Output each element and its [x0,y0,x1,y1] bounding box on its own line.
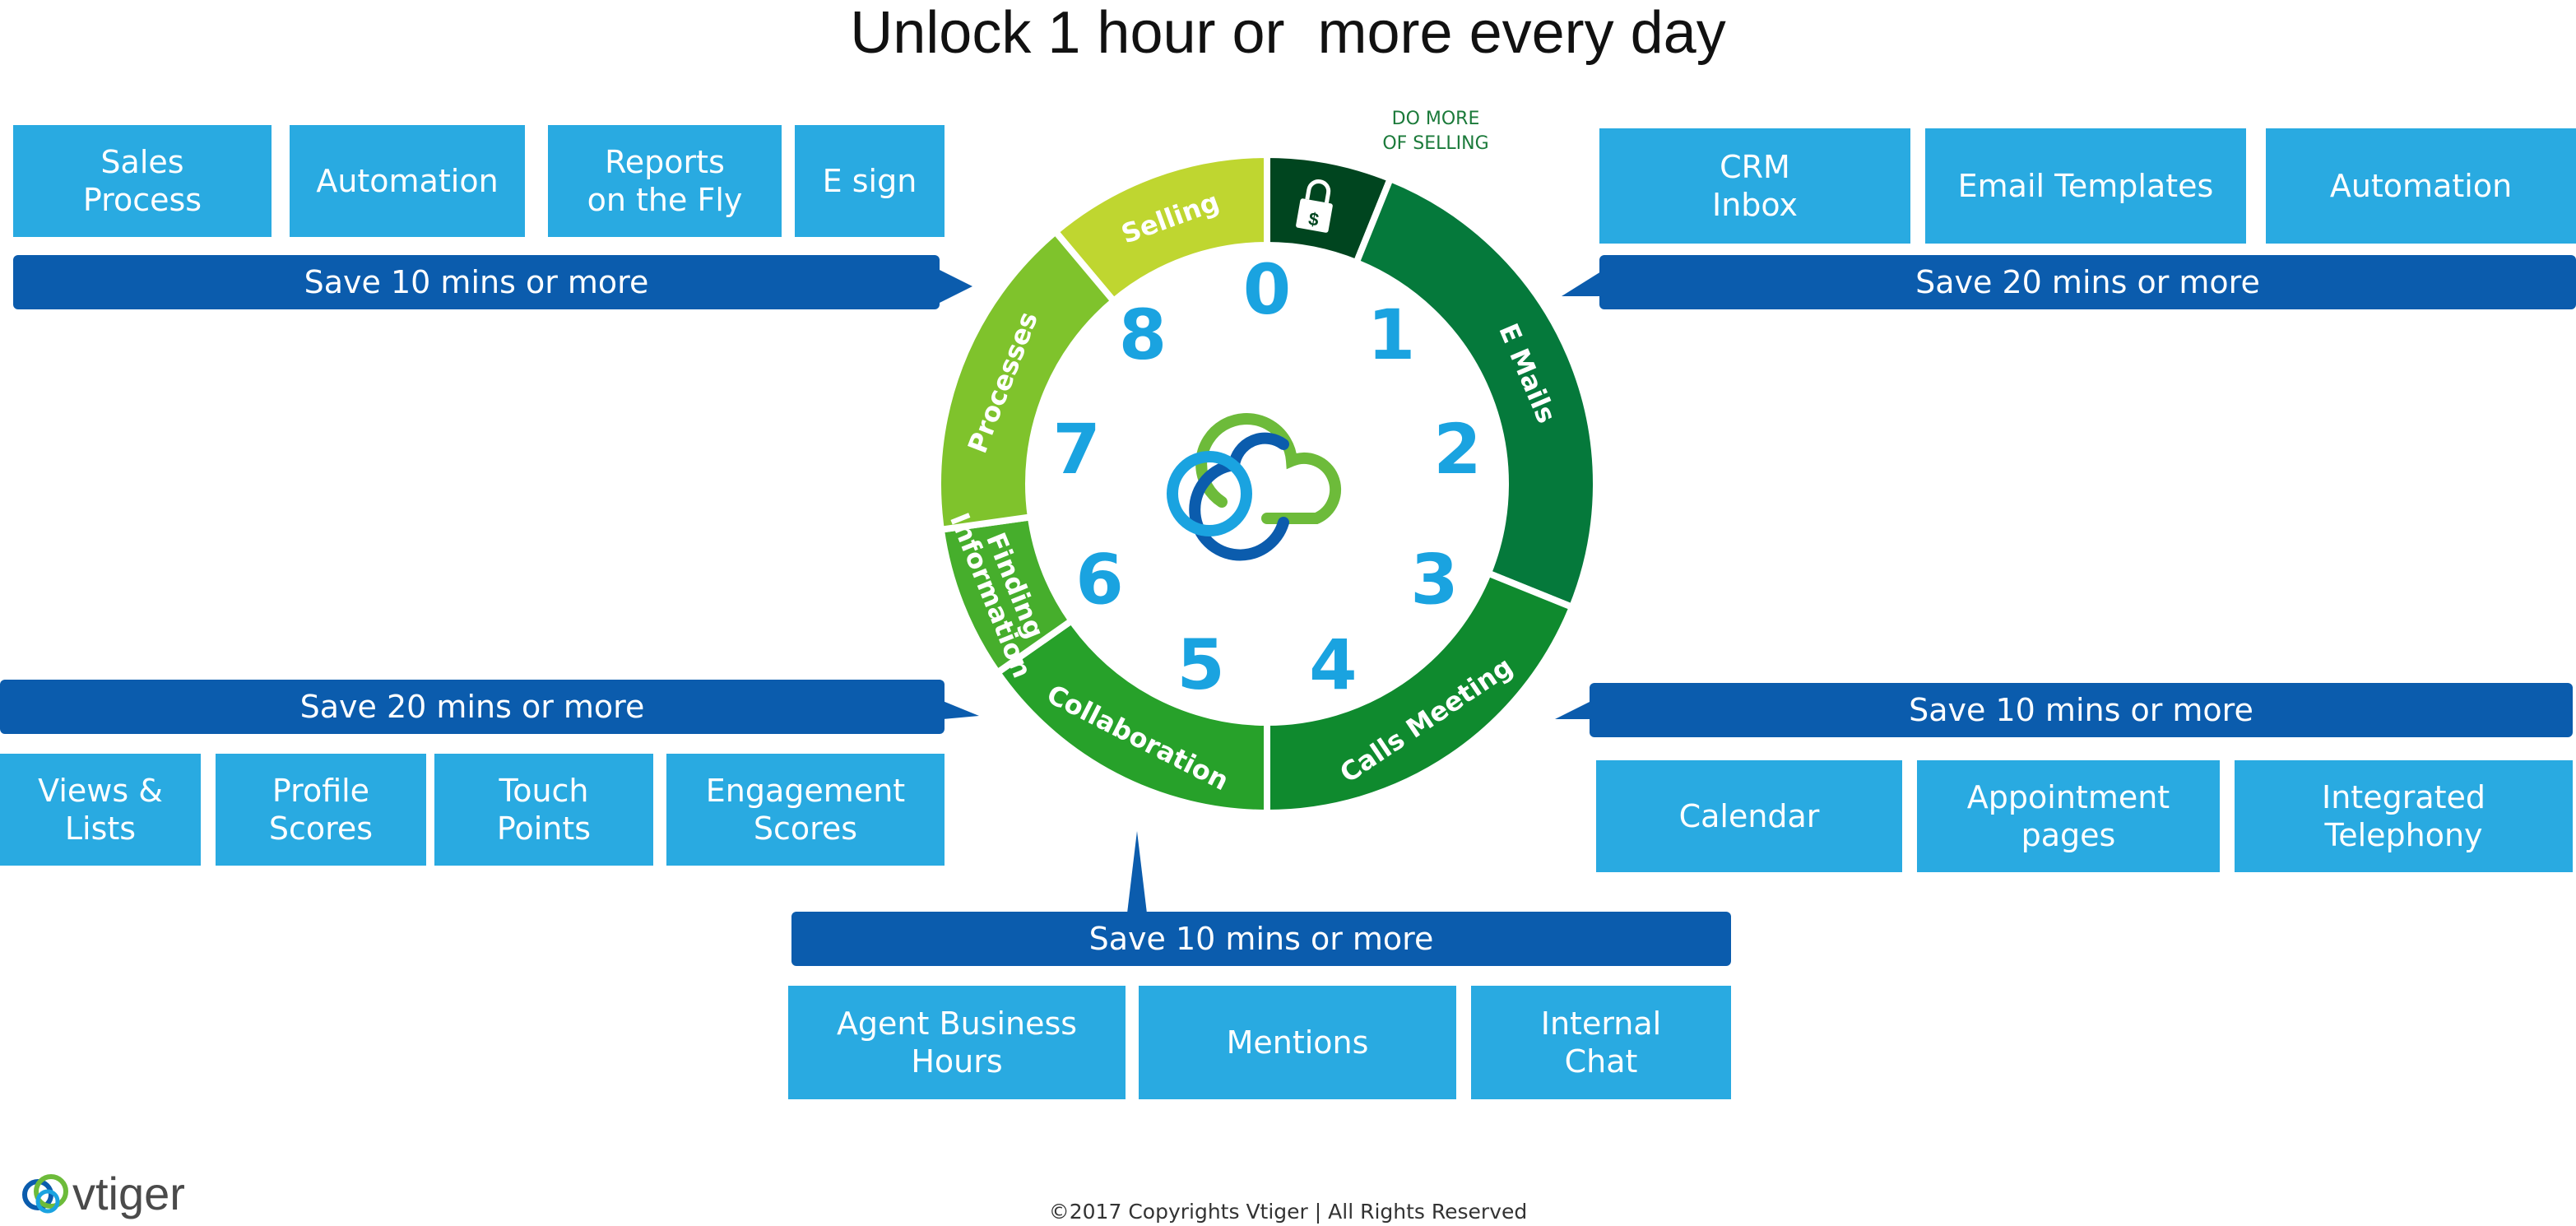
hour-number: 7 [1052,409,1100,490]
tile-sales-process: Sales Process [13,125,272,237]
svg-text:$: $ [1307,208,1320,230]
bar-pointer [940,270,972,303]
tile-touch-points: Touch Points [434,754,653,866]
hour-number: 3 [1410,540,1458,620]
copyright-text: ©2017 Copyrights Vtiger | All Rights Res… [1048,1200,1528,1224]
tile-profile-scores: Profile Scores [216,754,426,866]
bar-pointer [943,701,979,719]
tile-automation: Automation [290,125,525,237]
hour-number: 2 [1433,409,1481,490]
hour-number: 1 [1367,295,1415,375]
hour-numbers: 012 34 56 78 [1052,249,1481,705]
tile-engagement-scores: Engagement Scores [666,754,945,866]
tile-automation: Automation [2266,128,2576,244]
save-time-bar: Save 20 mins or more [1599,255,2576,309]
save-time-bar: Save 10 mins or more [13,255,940,309]
bar-pointer [1555,701,1591,719]
segment-selling [1051,151,1270,306]
hour-number: 0 [1243,249,1291,330]
tile-reports-on-the-fly: Reports on the Fly [548,125,782,237]
tile-integrated-telephony: Integrated Telephony [2235,760,2573,872]
vtiger-logo [22,1174,68,1214]
page-title: Unlock 1 hour or more every day [850,0,1726,66]
vtiger-brand-text: vtiger [72,1168,185,1219]
tile-email-templates: Email Templates [1925,128,2246,244]
hour-number: 5 [1177,625,1224,705]
vtiger-cloud-icon [1167,413,1342,561]
tile-mentions: Mentions [1139,986,1456,1099]
hour-number: 6 [1075,540,1123,620]
tile-calendar: Calendar [1596,760,1902,872]
save-time-bar: Save 20 mins or more [0,680,945,734]
tile-appointment-pages: Appointment pages [1917,760,2220,872]
lock-dollar-icon: $ [1296,179,1333,233]
do-more-of-selling-label: DO MORE OF SELLING [1382,109,1489,154]
tile-internal-chat: Internal Chat [1471,986,1731,1099]
tile-e-sign: E sign [795,125,945,237]
bar-pointer [1562,272,1601,296]
bar-pointer [1127,831,1147,913]
hour-number: 4 [1309,625,1357,705]
save-time-bar: Save 10 mins or more [791,912,1731,966]
tile-agent-business-hours: Agent Business Hours [788,986,1126,1099]
segment-processes [935,226,1119,534]
hour-number: 8 [1119,295,1167,375]
save-time-bar: Save 10 mins or more [1590,683,2573,737]
tile-views-lists: Views & Lists [0,754,201,866]
segment-e-mails [1352,174,1599,612]
tile-crm-inbox: CRM Inbox [1599,128,1910,244]
